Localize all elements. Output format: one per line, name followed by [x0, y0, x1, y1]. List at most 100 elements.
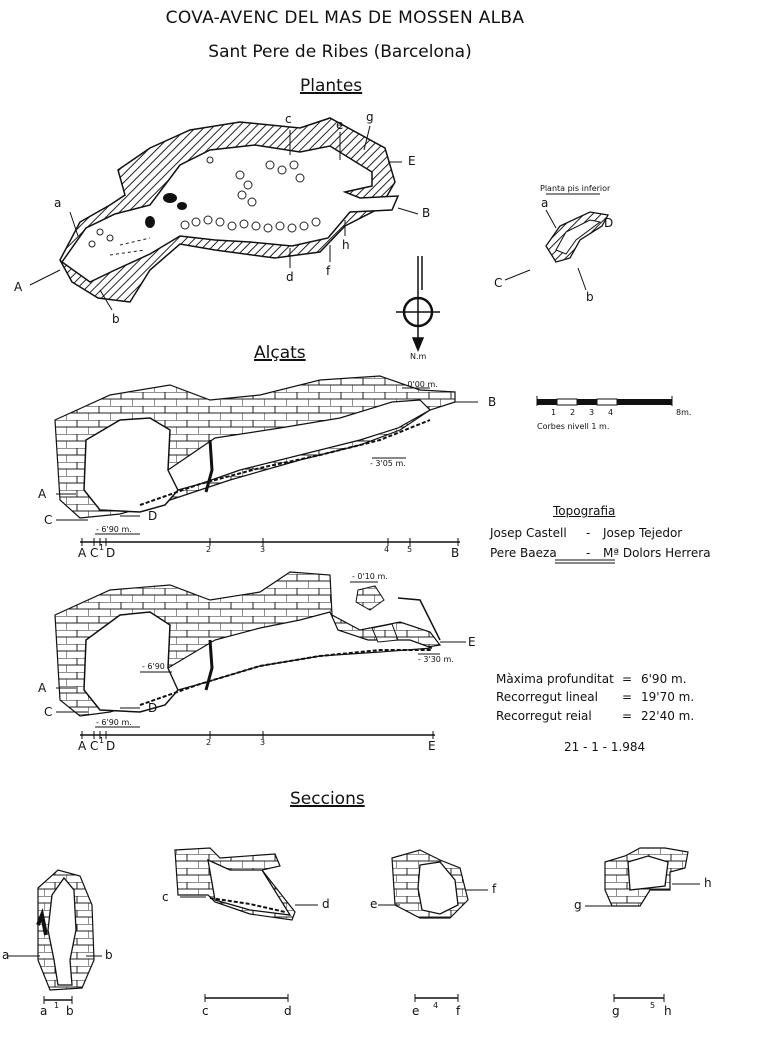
elevation-2-label-E: E — [468, 635, 476, 649]
elevation-2-depth-top: - 0'10 m. — [352, 572, 388, 581]
elevation-2-axis-C: C — [90, 739, 99, 753]
plan-label-e: e — [336, 118, 344, 132]
section-title-plan: Plantes — [300, 76, 363, 96]
elevation-1-label-B: B — [488, 395, 497, 409]
survey-date: 21 - 1 - 1.984 — [564, 740, 646, 754]
elevation-2-label-D: D — [148, 701, 158, 715]
topography-sep-1: - — [586, 526, 591, 540]
elevation-1-shaft — [204, 439, 214, 493]
elevation-2-axis-A: A — [78, 739, 87, 753]
scale-tick-1: 1 — [551, 408, 557, 417]
section-gh-side-g: g — [574, 898, 582, 912]
elevation-2-shaft — [204, 639, 214, 691]
elevation-1-axis-D: D — [106, 546, 116, 560]
lower-floor-leaders — [504, 209, 587, 291]
section-ef-side-e: e — [370, 897, 378, 911]
topography-name-3: Pere Baeza — [490, 546, 557, 560]
section-cd-axis-c: c — [202, 1004, 209, 1018]
elevation-2-label-C: C — [44, 705, 53, 719]
section-cd-side-c: c — [162, 890, 169, 904]
elevation-2-depth-inner: - 6'90 — [142, 662, 165, 671]
plan-label-d: d — [286, 270, 294, 284]
lower-floor-label-D: D — [604, 216, 614, 230]
section-ab-side-b: b — [105, 948, 113, 962]
section-ef-axis-f: f — [456, 1004, 461, 1018]
stat-linear-label: Recorregut lineal — [496, 690, 598, 704]
elevation-2-block-2 — [371, 623, 399, 643]
survey-location: Sant Pere de Ribes (Barcelona) — [208, 42, 472, 62]
scale-contour-note: Corbes nivell 1 m. — [537, 422, 610, 431]
section-cd-side-d: d — [322, 897, 330, 911]
plan-label-a: a — [54, 196, 62, 210]
scale-tick-4: 4 — [608, 408, 614, 417]
stat-depth-eq: = — [622, 672, 633, 686]
elevation-2-axis-C1: 1 — [99, 736, 105, 745]
elevation-2-label-A: A — [38, 681, 47, 695]
section-ab — [8, 869, 102, 1004]
north-arrow — [396, 256, 440, 352]
elevation-1-label-A: A — [38, 487, 47, 501]
section-ab-axis-1: 1 — [54, 1001, 60, 1010]
stat-linear-eq: = — [622, 690, 633, 704]
plan-boulders — [88, 156, 321, 256]
elevation-1-axis-4: 4 — [384, 545, 390, 554]
elevation-2-depth-bottom: - 6'90 m. — [96, 718, 132, 727]
elevation-1-depth-top: - 0'00 m. — [402, 380, 438, 389]
section-cd-axis-d: d — [284, 1004, 292, 1018]
plan-label-g: g — [366, 110, 374, 124]
elevation-1-axis-3: 3 — [260, 545, 266, 554]
elevation-2-axis-3: 3 — [260, 738, 266, 747]
section-gh-axis-g: g — [612, 1004, 620, 1018]
topography-name-2: Josep Tejedor — [603, 526, 683, 540]
scale-tick-2: 2 — [570, 408, 576, 417]
stat-linear-value: 19'70 m. — [641, 690, 695, 704]
section-ab-axis-b: b — [66, 1004, 74, 1018]
elevation-1-axis-C: C — [90, 546, 99, 560]
elevation-1-axis-C1: 1 — [99, 543, 105, 552]
scale-tick-3: 3 — [589, 408, 595, 417]
elevation-2-leaders — [56, 581, 466, 739]
plan-view — [29, 117, 610, 352]
elevation-2-block — [355, 585, 385, 611]
elevation-1-depth-bottom: - 6'90 m. — [96, 525, 132, 534]
elevation-2-depth-mid: - 3'30 m. — [418, 655, 454, 664]
elevation-2-axis-D: D — [106, 739, 116, 753]
plan-passage — [60, 144, 400, 283]
plan-label-f: f — [326, 264, 331, 278]
elevation-1-axis-B: B — [451, 546, 460, 560]
plan-pit-marks — [145, 193, 187, 228]
stat-depth-value: 6'90 m. — [641, 672, 687, 686]
section-title-elevation: Alçats — [254, 343, 306, 363]
stat-real-value: 22'40 m. — [641, 709, 695, 723]
topography-sep-2: - — [586, 546, 591, 560]
elevation-1-floor — [139, 419, 431, 506]
elevation-1-label-D: D — [148, 509, 158, 523]
plan-label-b: b — [112, 312, 120, 326]
survey-title: COVA-AVENC DEL MAS DE MOSSEN ALBA — [165, 8, 525, 28]
elevation-2-wall — [397, 597, 441, 641]
stat-depth-label: Màxima profunditat — [496, 672, 614, 686]
plan-label-B: B — [422, 206, 431, 220]
elevation-2 — [54, 571, 466, 739]
elevation-2-axis-E: E — [428, 739, 436, 753]
elevation-1-depth-mid: - 3'05 m. — [370, 459, 406, 468]
plan-leader-lines — [29, 125, 419, 311]
plan-label-E: E — [408, 154, 416, 168]
elevation-1-axis-A: A — [78, 546, 87, 560]
scale-tick-8m: 8m. — [676, 408, 692, 417]
stat-real-label: Recorregut reial — [496, 709, 592, 723]
elevation-1-void — [83, 417, 179, 513]
elevation-1-axis-5: 5 — [407, 545, 413, 554]
north-label: N.m — [410, 352, 427, 361]
section-gh-side-h: h — [704, 876, 712, 890]
elevation-1-label-C: C — [44, 513, 53, 527]
stat-real-eq: = — [622, 709, 633, 723]
elevation-2-axis-2: 2 — [206, 738, 212, 747]
elevation-1-passage — [167, 399, 431, 491]
section-title-sections: Seccions — [290, 789, 365, 809]
elevation-2-floor — [139, 649, 432, 706]
section-gh — [585, 847, 700, 1002]
scale-bar — [536, 396, 673, 406]
